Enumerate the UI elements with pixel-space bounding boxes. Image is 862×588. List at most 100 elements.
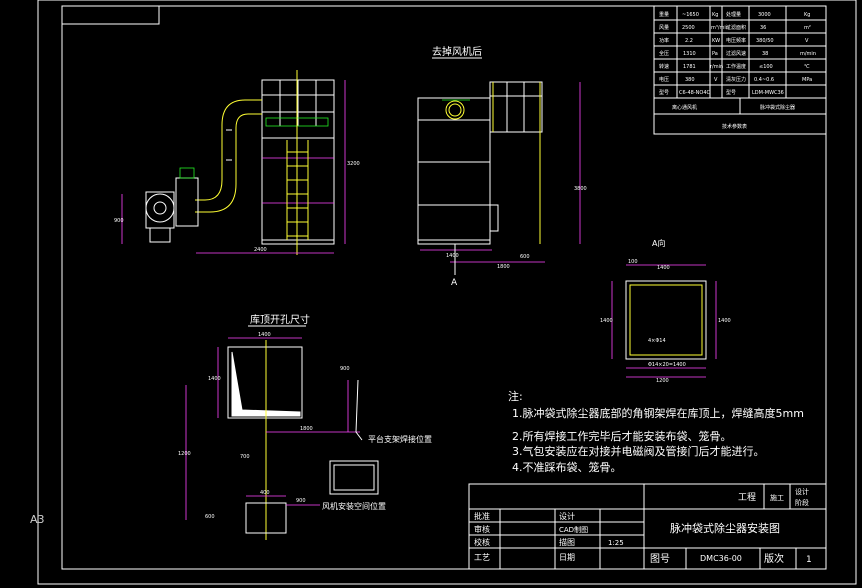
dim-roof-h2: 1200	[178, 451, 191, 457]
tb-drawing-no-label: 图号	[650, 553, 670, 565]
spec-r5-c1: 380	[685, 77, 695, 83]
fan-space-label: 风机安装空间位置	[322, 501, 386, 511]
roof-title: 库顶开孔尺寸	[250, 313, 310, 326]
title-block: 工程 施工 设计 阶段 批准 审核 校核 工艺 设计 CAD制图 描图 日期 1…	[468, 483, 827, 570]
spec-r3-c2: Pa	[712, 51, 718, 57]
rear-view-title: 去掉风机后	[432, 45, 482, 58]
spec-r0-c2: Kg	[712, 12, 718, 18]
tb-mid-1: CAD制图	[559, 525, 588, 534]
notes: 注: 1.脉冲袋式除尘器底部的角钢架焊在库顶上，焊缝高度5mm 2.所有焊接工作…	[508, 389, 804, 474]
spec-r4-c2: r/min	[710, 64, 723, 70]
section-mark: A	[451, 278, 458, 288]
dim-platform-w: 400	[260, 490, 270, 496]
tb-drawing-title: 脉冲袋式除尘器安装图	[670, 521, 780, 535]
rear-view: 1400 3800 1800 600 A	[417, 81, 587, 288]
tb-mid-0: 设计	[559, 511, 575, 521]
spec-r0-c1: ~1650	[682, 12, 699, 18]
section-a-view: 1400 100 1400 Φ14×20=1400 1200 1400 4×Φ1…	[600, 259, 731, 384]
front-view: 2400 3200 900	[114, 70, 360, 255]
inner-border	[61, 5, 827, 570]
corner-label-box	[61, 5, 160, 25]
platform-label: 平台支架焊接位置	[368, 434, 432, 444]
dim-front-height: 3200	[347, 161, 360, 167]
dim-rear-side: 600	[520, 254, 530, 260]
dim-roof-h1: 900	[340, 366, 350, 372]
spec-r2-c4: 380/50	[756, 38, 774, 44]
spec-r0-c3: 处理量	[726, 11, 741, 18]
spec-caption: 技术参数表	[722, 123, 747, 130]
dim-a-top: 1400	[657, 265, 670, 271]
dim-a-bottom: 1200	[656, 378, 669, 384]
tb-mid-3: 日期	[559, 553, 575, 562]
spec-r6-c4: LDM-MWC36	[752, 90, 784, 96]
dim-roof-offset: 1800	[300, 426, 313, 432]
dim-front-width: 2400	[254, 247, 267, 253]
tb-stage-b: 设计	[795, 487, 809, 496]
tb-version-label: 版次	[764, 552, 784, 565]
dim-a-top-left: 100	[628, 259, 638, 265]
note-2: 2.所有焊接工作完毕后才能安装布袋、笼骨。	[512, 429, 732, 443]
spec-table: 重量 ~1650 Kg 处理量 3000 Kg 风量 2500 m³/min 过…	[653, 5, 827, 135]
dim-roof-side: 1400	[208, 376, 221, 382]
spec-r1-c5: m²	[804, 25, 811, 31]
sheet-size-label: A3	[30, 513, 45, 526]
spec-r3-c4: 38	[762, 51, 768, 57]
dim-fan-height: 900	[114, 218, 124, 224]
tb-drawing-no: DMC36-00	[700, 554, 742, 563]
spec-r3-c3: 过滤风速	[726, 50, 746, 57]
spec-r5-c3: 清灰压力	[726, 76, 746, 83]
dim-a-inner: 1400	[718, 318, 731, 324]
dim-a-side: 1400	[600, 318, 613, 324]
spec-r5-c4: 0.4~0.6	[754, 77, 774, 83]
dim-a-bolt-detail: 4×Φ14	[648, 338, 666, 344]
spec-r6-c1: C6-48-NO4C	[679, 90, 711, 96]
spec-r4-c1: 1781	[683, 64, 696, 70]
spec-r1-c0: 风量	[659, 24, 669, 31]
tb-scale: 1:25	[608, 539, 624, 547]
spec-r6-c3: 型号	[726, 89, 736, 96]
spec-r4-c5: ℃	[804, 64, 810, 70]
spec-r2-c1: 2.2	[685, 38, 693, 44]
note-3: 3.气包安装应在对接并电磁阀及管接门后才能进行。	[512, 444, 765, 458]
note-1: 1.脉冲袋式除尘器底部的角钢架焊在库顶上，焊缝高度5mm	[512, 406, 804, 420]
spec-r1-c4: 36	[760, 25, 766, 31]
spec-r3-c0: 全压	[659, 50, 669, 57]
spec-r4-c0: 转速	[659, 63, 669, 70]
dim-fan-w: 900	[296, 498, 306, 504]
tb-left-0: 批准	[474, 511, 490, 521]
spec-r5-c0: 电压	[659, 76, 669, 83]
spec-r2-c3: 电压频率	[726, 37, 746, 44]
tb-stage-a: 施工	[770, 493, 784, 502]
spec-r6-c0: 型号	[659, 89, 669, 96]
spec-r3-c5: m/min	[800, 51, 816, 57]
spec-r0-c5: Kg	[804, 12, 810, 18]
spec-r1-c2: m³/min	[711, 25, 729, 31]
roof-view: 1400 1400 1200 1800 900 平台支架焊接位置 400 900…	[178, 332, 432, 540]
note-4: 4.不准踩布袋、笼骨。	[512, 460, 622, 474]
tb-left-2: 校核	[474, 537, 490, 547]
spec-r2-c5: V	[805, 38, 809, 44]
tb-left-1: 审核	[474, 524, 490, 534]
tb-project-label: 工程	[738, 492, 756, 503]
spec-r0-c0: 重量	[659, 11, 669, 18]
dim-roof-base: 600	[205, 514, 215, 520]
notes-heading: 注:	[508, 389, 523, 403]
spec-r2-c0: 功率	[659, 37, 669, 44]
section-a-label: A向	[652, 238, 665, 248]
spec-r1-c3: 过滤面积	[726, 24, 746, 31]
outer-border	[37, 0, 857, 585]
spec-r4-c4: ≤100	[759, 64, 773, 70]
dim-rear-width: 1400	[446, 253, 459, 259]
dim-a-bolt: Φ14×20=1400	[648, 362, 686, 368]
tb-stage-c: 阶段	[795, 498, 809, 507]
spec-footer-left: 离心通风机	[672, 104, 697, 111]
tb-mid-2: 描图	[559, 537, 575, 547]
spec-r2-c2: KW	[712, 38, 720, 44]
spec-r0-c4: 3000	[758, 12, 771, 18]
dim-rear-offset: 1800	[497, 264, 510, 270]
spec-r4-c3: 工作温度	[726, 63, 746, 70]
dim-rear-height: 3800	[574, 186, 587, 192]
spec-r3-c1: 1310	[683, 51, 696, 57]
spec-footer-right: 脉冲袋式除尘器	[760, 104, 795, 111]
